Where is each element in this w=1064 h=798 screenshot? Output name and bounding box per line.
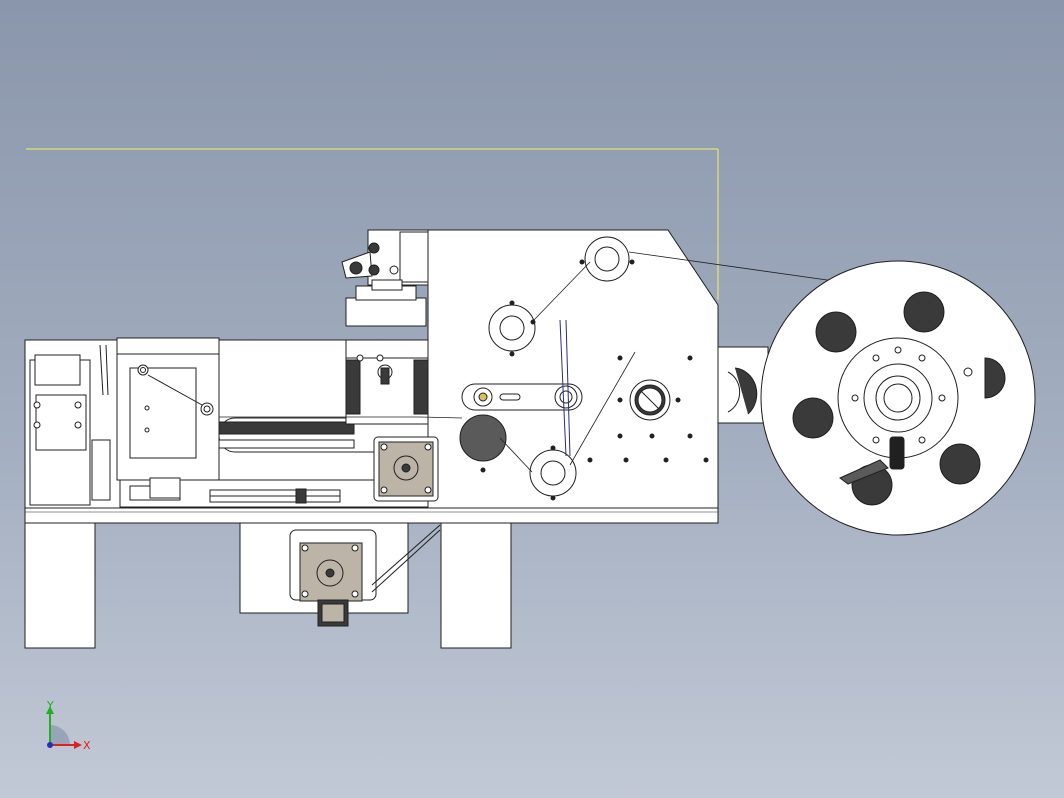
triad-origin-wedge <box>50 725 70 745</box>
bounding-box <box>26 148 719 300</box>
coordinate-triad: Y X <box>46 699 91 752</box>
guide-roller-bottom <box>529 449 577 497</box>
guide-roller-top <box>584 236 630 282</box>
feed-reel <box>760 260 1036 536</box>
left-sensor-bracket <box>34 354 81 386</box>
plate-holes <box>480 259 709 501</box>
right-leg <box>440 519 512 649</box>
axis-x-label: X <box>83 739 91 752</box>
reel-lock-handle <box>839 459 889 485</box>
axis-y-label: Y <box>46 699 54 712</box>
stepper-motor-upper <box>373 436 439 502</box>
triad-origin <box>47 742 53 748</box>
grey-roller <box>459 414 507 462</box>
left-leg <box>24 519 96 649</box>
stepper-motor-lower <box>289 524 441 627</box>
drive-roller <box>629 379 671 421</box>
tension-arm <box>461 383 583 411</box>
machine-assembly[interactable] <box>24 229 1036 649</box>
belt <box>559 319 571 457</box>
guide-roller-mid <box>488 304 536 352</box>
dispenser-head <box>341 229 429 425</box>
base-plate <box>24 506 719 524</box>
